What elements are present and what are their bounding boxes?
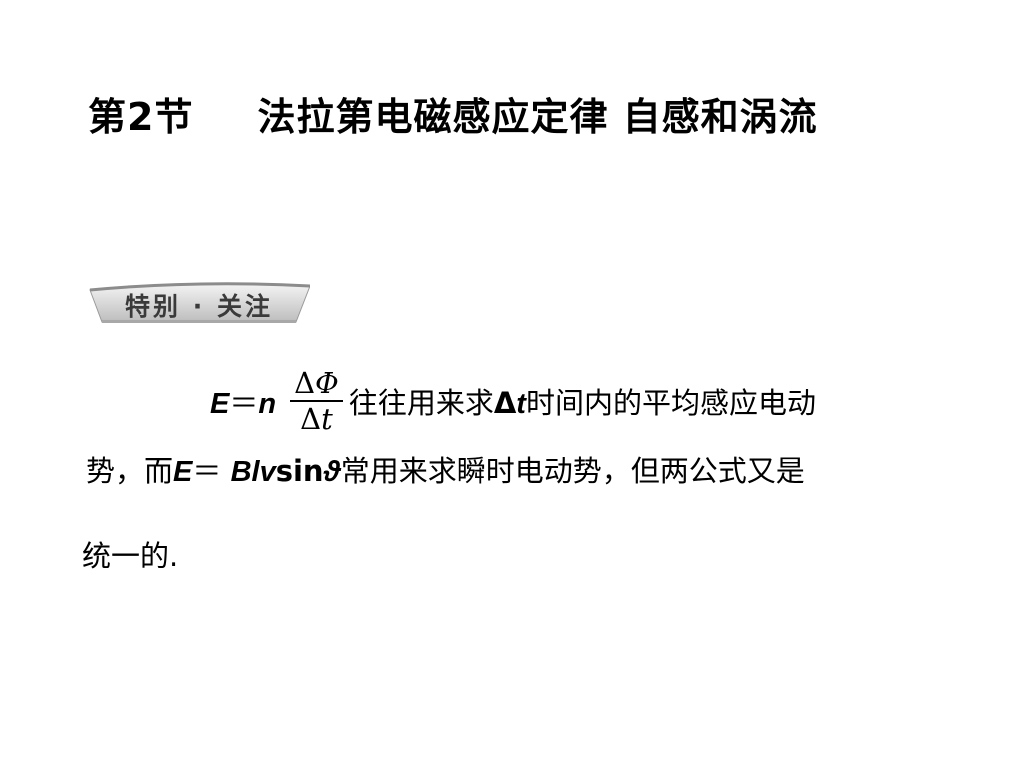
page-title: 第2节 法拉第电磁感应定律 自感和涡流 (88, 86, 818, 141)
section-topic: 法拉第电磁感应定律 自感和涡流 (257, 95, 818, 139)
badge-label: 特别 · 关注 (125, 292, 273, 321)
delta-symbol-inline: Δ (493, 386, 517, 420)
paragraph-line-3: 统一的. (82, 536, 178, 576)
fraction-numerator: ΔΦ (290, 366, 343, 402)
line1-text-a: 往往用来求 (348, 386, 494, 420)
fraction-denominator: Δt (290, 402, 343, 436)
phi-symbol: Φ (315, 366, 339, 400)
line2-text-b: 常用来求瞬时电动势，但两公式又是 (340, 454, 805, 488)
line3-text: 统一的. (82, 539, 179, 573)
theta-symbol: ϑ (323, 456, 341, 488)
equals-sign: ＝ (192, 454, 231, 488)
var-E: E (210, 388, 230, 420)
delta-symbol: Δ (294, 366, 316, 400)
var-t: t (516, 388, 526, 420)
special-attention-badge: 特别 · 关注 (88, 278, 310, 324)
equals-sign: ＝ (229, 386, 259, 420)
line2-text-a: 势，而 (86, 454, 174, 488)
expr-Blv: Blv (230, 456, 276, 488)
paragraph-line-2: 势，而E＝ Blvsinϑ常用来求瞬时电动势，但两公式又是 (86, 451, 805, 492)
t-symbol: t (321, 402, 333, 436)
var-n: n (258, 388, 277, 420)
var-E: E (173, 456, 193, 488)
delta-symbol: Δ (300, 402, 322, 436)
line1-text-b: 时间内的平均感应电动 (525, 386, 816, 420)
sin-function: sin (275, 454, 324, 488)
section-number: 第2节 (88, 95, 194, 139)
badge-background (89, 282, 310, 323)
